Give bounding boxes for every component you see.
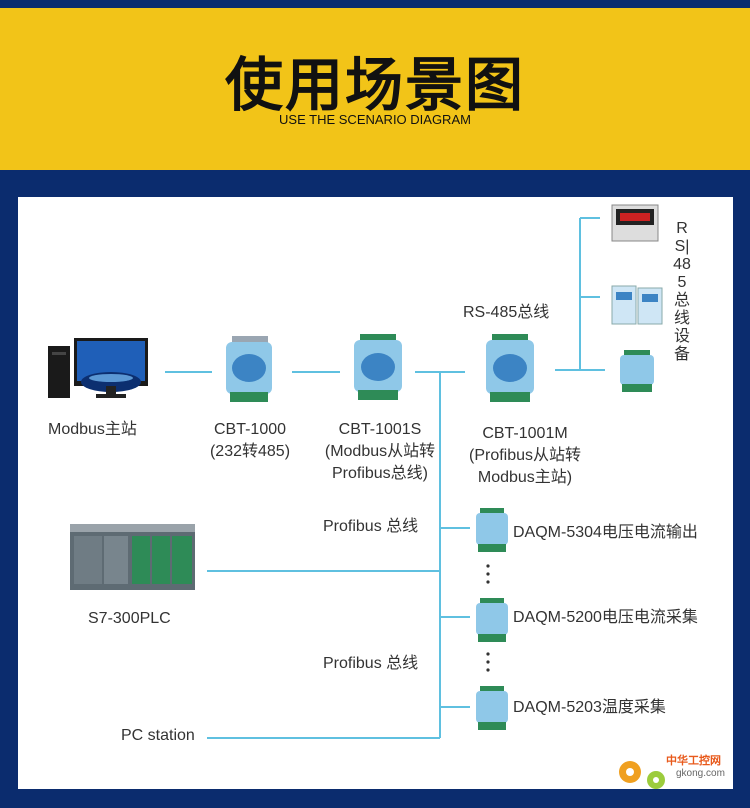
cbt1000-desc: (232转485) bbox=[209, 443, 291, 460]
inverter-icon bbox=[611, 285, 663, 325]
daqm5203-label: DAQM-5203温度采集 bbox=[513, 699, 666, 716]
cbt1001s-desc-2: Profibus总线) bbox=[331, 465, 429, 482]
ellipsis-dots bbox=[486, 564, 490, 672]
daqm5200-label: DAQM-5200电压电流采集 bbox=[513, 609, 698, 626]
header-banner: 使用场景图 USE THE SCENARIO DIAGRAM bbox=[0, 8, 750, 170]
cbt1001m-module-icon bbox=[486, 334, 534, 402]
page-title: 使用场景图 bbox=[224, 51, 525, 119]
cbt1001s-module-icon bbox=[354, 334, 402, 400]
rs485-module-icon bbox=[620, 350, 654, 392]
daqm5304-module-icon bbox=[476, 508, 508, 552]
daqm5304-label: DAQM-5304电压电流输出 bbox=[513, 524, 698, 541]
cbt1001m-desc-1: (Profibus从站转 bbox=[468, 447, 582, 464]
watermark-gear-icon bbox=[619, 761, 665, 789]
cbt1001m-label: CBT-1001M (Profibus从站转 Modbus主站) bbox=[455, 423, 595, 489]
rs485-bus-label: RS-485总线 bbox=[463, 304, 550, 321]
profibus-bus-label-2: Profibus 总线 bbox=[323, 655, 419, 672]
cbt1000-name: CBT-1000 bbox=[213, 421, 287, 438]
page-subtitle: USE THE SCENARIO DIAGRAM bbox=[279, 112, 471, 127]
computer-icon bbox=[48, 338, 148, 398]
modbus-master-label: Modbus主站 bbox=[48, 421, 137, 438]
panel-meter-icon bbox=[611, 204, 659, 242]
cbt1001s-name: CBT-1001S bbox=[338, 421, 422, 438]
cbt1001s-label: CBT-1001S (Modbus从站转 Profibus总线) bbox=[310, 419, 450, 485]
rs485-devices-label: RS|485总线设备 bbox=[673, 220, 691, 363]
pc-station-label: PC station bbox=[121, 727, 195, 744]
daqm5200-module-icon bbox=[476, 598, 508, 642]
watermark-domain: gkong.com bbox=[676, 768, 725, 779]
plc-icon bbox=[70, 524, 195, 590]
cbt1001m-desc-2: Modbus主站) bbox=[477, 469, 573, 486]
connection-lines bbox=[165, 217, 605, 739]
cbt1000-label: CBT-1000 (232转485) bbox=[195, 419, 305, 463]
cbt1001s-desc-1: (Modbus从站转 bbox=[324, 443, 436, 460]
daqm5203-module-icon bbox=[476, 686, 508, 730]
cbt1000-module-icon bbox=[226, 336, 272, 402]
profibus-bus-label-1: Profibus 总线 bbox=[323, 518, 419, 535]
plc-label: S7-300PLC bbox=[88, 610, 171, 627]
cbt1001m-name: CBT-1001M bbox=[482, 425, 568, 442]
watermark-brand: 中华工控网 bbox=[666, 755, 721, 767]
